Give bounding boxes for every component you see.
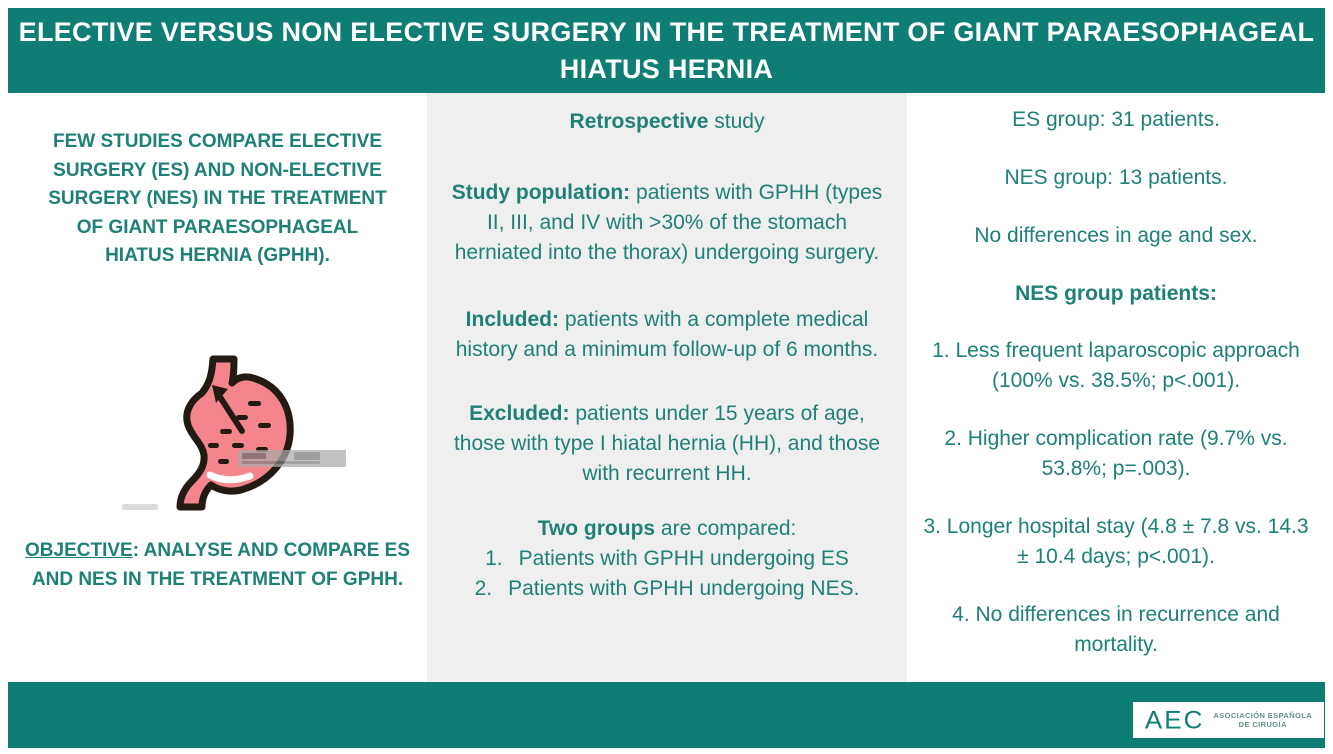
aec-logo-caption-line-2: DE CIRUGÍA — [1238, 720, 1287, 729]
aec-logo-caption-line-1: ASOCIACIÓN ESPAÑOLA — [1213, 711, 1313, 720]
study-type-bold: Retrospective — [569, 110, 709, 133]
excluded-bold: Excluded: — [469, 402, 570, 425]
group-item-1-number: 1. — [485, 547, 503, 570]
nes-group-heading: NES group patients: — [1015, 282, 1217, 305]
background-text: FEW STUDIES COMPARE ELECTIVE SURGERY (ES… — [48, 131, 387, 266]
stomach-icon — [176, 355, 294, 511]
groups-heading-rest: are compared: — [655, 517, 797, 540]
objective-text: OBJECTIVE: ANALYSE AND COMPARE ES AND NE… — [22, 537, 413, 594]
results-panel: ES group: 31 patients. NES group: 13 pat… — [907, 93, 1325, 682]
watermark-blot — [242, 461, 320, 464]
es-group-count: ES group: 31 patients. — [1012, 108, 1220, 131]
study-population-bold: Study population: — [451, 181, 631, 204]
finding-2: 2. Higher complication rate (9.7% vs. 53… — [944, 427, 1288, 480]
finding-4: 4. No differences in recurrence and mort… — [952, 603, 1280, 656]
page-title-line-1: ELECTIVE VERSUS NON ELECTIVE SURGERY IN … — [18, 16, 1315, 47]
nes-group-count: NES group: 13 patients. — [1004, 166, 1228, 189]
stomach-illustration — [158, 351, 346, 511]
group-item-2-text: Patients with GPHH undergoing NES. — [508, 577, 860, 600]
aec-logo-acronym: AEC — [1144, 705, 1205, 734]
watermark-blot — [242, 453, 266, 459]
finding-3: 3. Longer hospital stay (4.8 ± 7.8 vs. 1… — [923, 515, 1309, 568]
finding-1: 1. Less frequent laparoscopic approach (… — [932, 339, 1300, 392]
groups-heading: Two groups are compared: — [447, 514, 887, 544]
group-item-1: 1. Patients with GPHH undergoing ES — [447, 544, 887, 574]
study-type-rest: study — [708, 110, 765, 133]
group-item-2-number: 2. — [474, 577, 493, 600]
included-bold: Included: — [465, 308, 559, 331]
watermark-blot — [294, 452, 320, 460]
group-item-2: 2. Patients with GPHH undergoing NES. — [447, 574, 887, 604]
objective-label: OBJECTIVE — [25, 540, 133, 561]
included-rest: patients with a complete medical history… — [455, 308, 879, 361]
study-population-line: Study population: patients with GPHH (ty… — [447, 178, 887, 268]
group-item-1-text: Patients with GPHH undergoing ES — [518, 547, 849, 570]
age-sex-line: No differences in age and sex. — [974, 224, 1258, 247]
excluded-line: Excluded: patients under 15 years of age… — [447, 399, 887, 489]
methods-panel: Retrospective study Study population: pa… — [427, 93, 907, 682]
study-population-rest: patients with GPHH (types II, III, and I… — [454, 181, 883, 264]
page-title-line-2: HIATUS HERNIA — [559, 53, 774, 84]
included-line: Included: patients with a complete medic… — [447, 305, 887, 365]
background-panel: FEW STUDIES COMPARE ELECTIVE SURGERY (ES… — [8, 93, 427, 682]
watermark-credit-smudge — [122, 504, 158, 510]
study-type-line: Retrospective study — [447, 107, 887, 137]
title-banner: ELECTIVE VERSUS NON ELECTIVE SURGERY IN … — [8, 8, 1325, 93]
groups-list: 1. Patients with GPHH undergoing ES 2. Pat… — [447, 544, 887, 604]
stock-watermark-bar — [238, 450, 346, 467]
objective-rest: : ANALYSE AND COMPARE ES AND NES IN THE … — [31, 540, 410, 590]
excluded-rest: patients under 15 years of age, those wi… — [453, 402, 881, 485]
groups-heading-bold: Two groups — [537, 517, 656, 540]
